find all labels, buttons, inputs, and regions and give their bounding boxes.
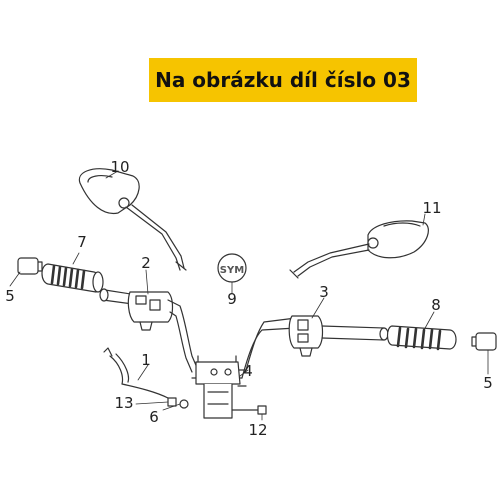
callout-4: 4 [243, 362, 253, 380]
callout-8: 8 [431, 296, 441, 314]
leader-lines [9, 170, 489, 421]
callout-13: 13 [114, 394, 133, 412]
emblem-text: SYM [220, 265, 244, 276]
handlebar-tube-right [321, 325, 389, 341]
grip-right [386, 325, 457, 351]
callout-6: 6 [149, 408, 159, 426]
center-clamp [195, 355, 241, 419]
bar-end-weight-left [17, 257, 43, 275]
callout-3: 3 [319, 283, 329, 301]
sym-emblem: SYM [217, 253, 247, 283]
callout-1: 1 [141, 351, 151, 369]
callout-labels: 10 11 7 5 2 9 3 8 5 1 4 13 6 12 [5, 158, 493, 439]
callout-11: 11 [422, 199, 441, 217]
switch-left [127, 291, 174, 331]
mirror-right [289, 220, 429, 279]
bar-end-weight-right [471, 332, 497, 351]
callout-2: 2 [141, 254, 151, 272]
mirror-left [78, 168, 187, 271]
grip-left [41, 263, 104, 293]
nut-6 [179, 399, 189, 409]
callout-9: 9 [227, 290, 237, 308]
callout-7: 7 [77, 233, 87, 251]
callout-5-left: 5 [5, 287, 15, 305]
callout-5-right: 5 [483, 374, 493, 392]
bolt-13 [167, 397, 177, 407]
callout-12: 12 [248, 421, 267, 439]
switch-right [288, 315, 324, 357]
part-number-banner: Na obrázku díl číslo 03 [149, 58, 417, 102]
bolt-12 [231, 405, 267, 415]
banner-text: Na obrázku díl číslo 03 [155, 68, 411, 92]
callout-10: 10 [110, 158, 129, 176]
